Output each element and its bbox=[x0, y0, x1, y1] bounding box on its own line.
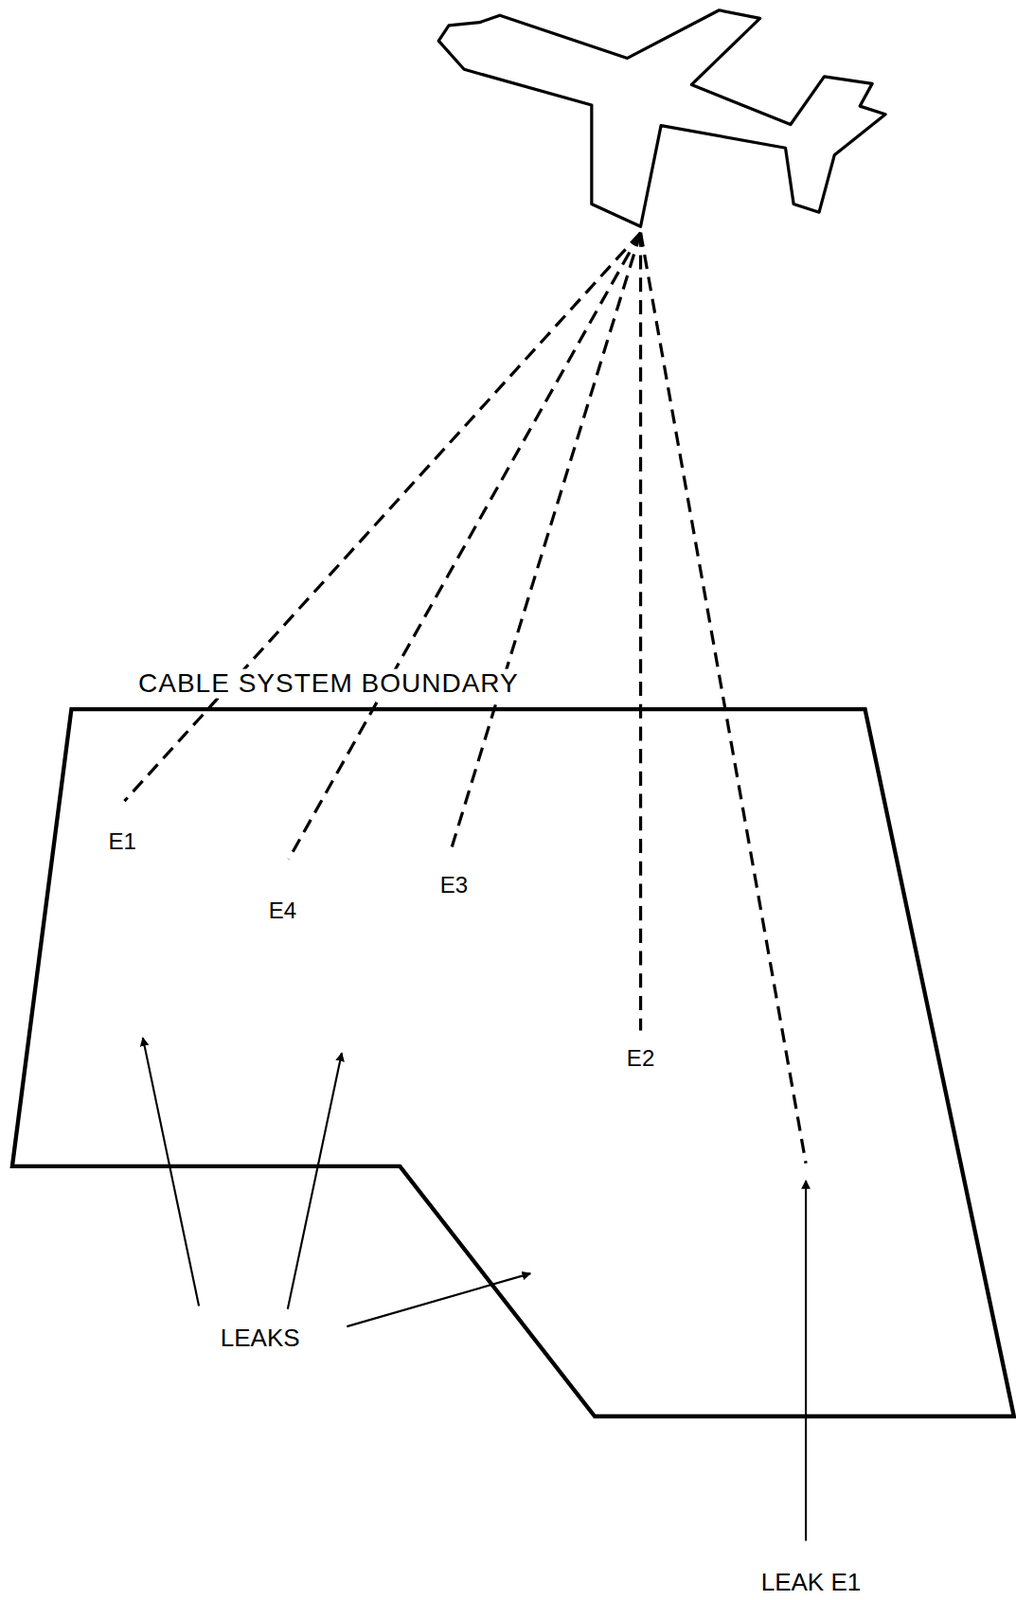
cable-system-boundary bbox=[12, 709, 1015, 1417]
callout-label: LEAK E1 bbox=[758, 1568, 865, 1596]
sensing-beams bbox=[124, 232, 806, 1164]
emission-label: E2 bbox=[623, 1046, 658, 1071]
region-title: CABLE SYSTEM BOUNDARY bbox=[135, 668, 522, 698]
emission-label: E3 bbox=[437, 873, 471, 898]
leak-arrows bbox=[142, 1037, 806, 1541]
airplane bbox=[438, 10, 886, 227]
emission-label: E4 bbox=[266, 898, 300, 924]
callout-label: LEAKS bbox=[217, 1324, 304, 1353]
emission-label: E1 bbox=[106, 829, 140, 855]
